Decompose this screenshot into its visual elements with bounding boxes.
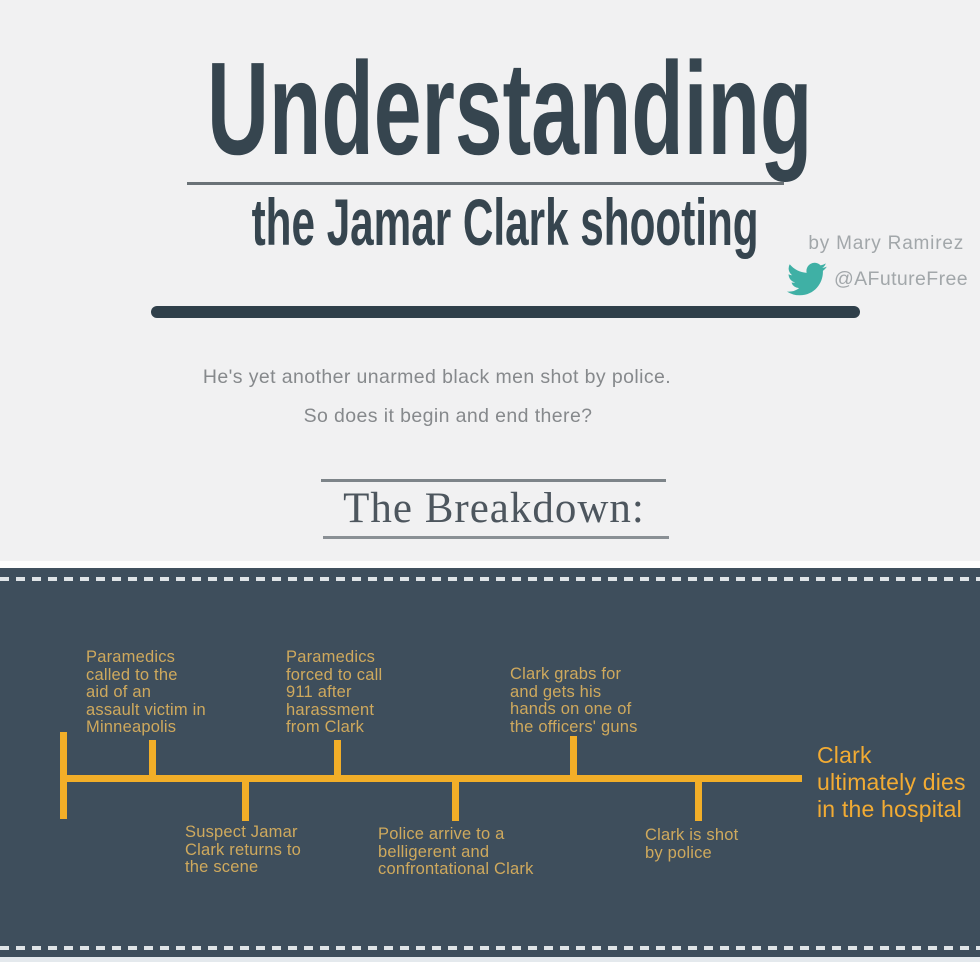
timeline-tick-down-1 (242, 779, 249, 821)
timeline-event-clark-grabs-gun: Clark grabs for and gets his hands on on… (510, 665, 638, 736)
dashed-divider-top (0, 577, 980, 581)
dashed-divider-bottom (0, 946, 980, 950)
intro-line-1-text: He's yet another unarmed black men shot … (202, 366, 672, 388)
timeline-panel (0, 568, 980, 957)
timeline-tick-down-3 (695, 779, 702, 821)
byline: by Mary Ramirez (808, 233, 964, 254)
breakdown-rule-bottom (323, 536, 669, 539)
panel-top-strip (0, 561, 980, 568)
panel-bottom-strip (0, 957, 980, 962)
thick-divider-bar (151, 306, 860, 318)
section-heading: The Breakdown: (343, 485, 645, 532)
timeline-event-paramedics-911: Paramedics forced to call 911 after hara… (286, 648, 383, 737)
timeline-outcome-label: Clark ultimately dies in the hospital (817, 742, 966, 822)
twitter-handle: @AFutureFree (833, 267, 968, 290)
breakdown-heading-row: The Breakdown: (0, 484, 980, 533)
timeline-tick-start (60, 732, 67, 819)
twitter-bird-icon (786, 262, 827, 296)
timeline-event-clark-shot: Clark is shot by police (645, 826, 739, 862)
subtitle-row: the Jamar Clark shooting (0, 186, 980, 259)
breakdown-rule-top (321, 479, 666, 482)
intro-line-2-text: So does it begin and end there? (303, 405, 593, 427)
timeline-axis (60, 775, 802, 782)
timeline-tick-down-2 (452, 779, 459, 821)
timeline-tick-up-1 (149, 740, 156, 778)
timeline-tick-up-2 (334, 740, 341, 778)
intro-line-1: He's yet another unarmed black men shot … (0, 366, 980, 389)
title-underline-rule (187, 182, 784, 185)
timeline-tick-up-3 (570, 736, 577, 778)
page-subtitle: the Jamar Clark shooting (251, 185, 759, 259)
intro-line-2: So does it begin and end there? (0, 405, 980, 428)
title-row: Understanding (0, 36, 980, 181)
timeline-event-paramedics-called: Paramedics called to the aid of an assau… (86, 648, 206, 737)
timeline-event-police-arrive: Police arrive to a belligerent and confr… (378, 825, 534, 879)
twitter-credit: @AFutureFree (780, 259, 968, 299)
page-title: Understanding (207, 35, 813, 182)
timeline-event-clark-returns: Suspect Jamar Clark returns to the scene (185, 823, 301, 877)
